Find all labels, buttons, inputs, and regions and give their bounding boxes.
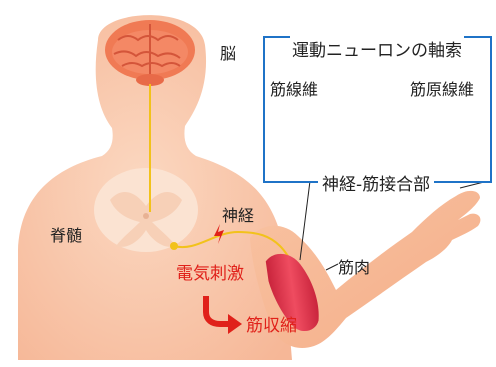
nerve-label: 神経 (222, 208, 254, 224)
muscle-contraction-label: 筋収縮 (246, 318, 297, 335)
muscle-label: 筋肉 (338, 260, 370, 276)
brain-label: 脳 (220, 46, 236, 62)
junction-label: 神経-筋接合部 (318, 170, 434, 195)
inset-title: 運動ニューロンの軸索 (290, 36, 464, 61)
spinal-cord-section (94, 168, 198, 252)
muscle-fiber-label: 筋線維 (270, 82, 318, 98)
electric-stimulus-label: 電気刺激 (176, 266, 244, 283)
myofibril-label: 筋原線維 (410, 82, 474, 98)
spinal-cord-label: 脊髄 (50, 228, 82, 244)
